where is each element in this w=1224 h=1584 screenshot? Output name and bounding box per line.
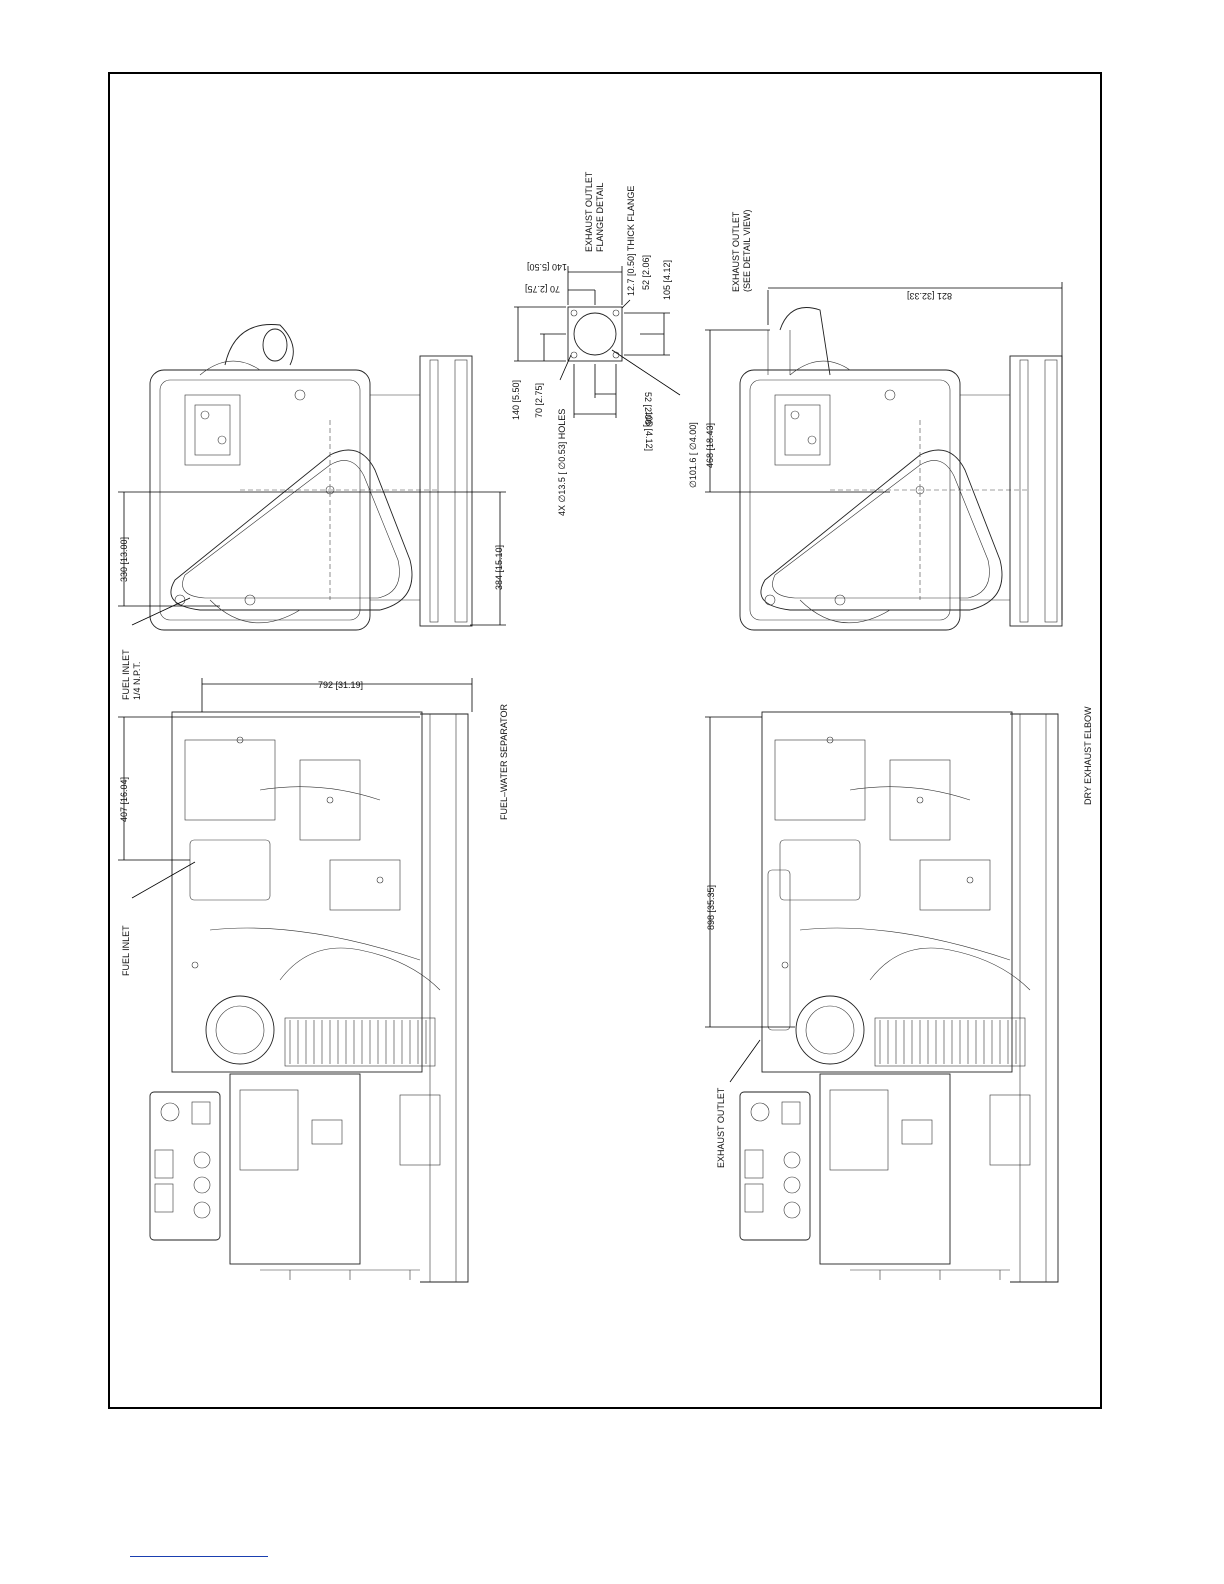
exhaust-outlet-label: EXHAUST OUTLET: [716, 1087, 726, 1168]
dim-898: 898 [35.35]: [706, 885, 716, 930]
flange-detail: EXHAUST OUTLET FLANGE DETAIL 12.7 [0.50]…: [511, 169, 698, 516]
dim-70-left: 70 [2.75]: [534, 383, 544, 418]
dim-52-right: 52 [2.06]: [641, 255, 651, 290]
dim-140-left: 140 [5.50]: [511, 380, 521, 420]
dry-exhaust-elbow-pipe: [779, 307, 831, 376]
top-side-view: 407 [16.04] 792 [31.19] FUEL INLET FUEL–…: [118, 678, 509, 1283]
dim-468: 468 [18.43]: [705, 423, 715, 468]
dim-105-bottom: 105 [4.12]: [644, 411, 654, 451]
fuel-inlet-npt-label: FUEL INLET 1/4 N.P.T.: [121, 647, 142, 700]
bottom-end-view: [705, 282, 1063, 631]
dim-821: 821 [32.33]: [907, 291, 952, 301]
drawing-frame: [108, 72, 1102, 1409]
exhaust-outlet-see-detail-label: EXHAUST OUTLET (SEE DETAIL VIEW): [731, 209, 752, 292]
dim-70-top: 70 [2.75]: [525, 284, 560, 294]
top-end-view: 330 [13.00] 384 [15.10] FUEL INLET 1/4 N…: [118, 324, 506, 700]
fuel-inlet-label: FUEL INLET: [121, 925, 131, 976]
dim-52-bottom: 52 [2.06]: [643, 392, 653, 427]
exhaust-stub: [224, 324, 294, 366]
flange-plate: [567, 306, 623, 362]
dim-792: 792 [31.19]: [318, 680, 363, 690]
dry-exhaust-elbow-label: DRY EXHAUST ELBOW: [1083, 706, 1093, 805]
dim-140-top: 140 [5.50]: [527, 262, 567, 272]
fuel-water-separator-label: FUEL–WATER SEPARATOR: [499, 703, 509, 820]
dim-105-right: 105 [4.12]: [662, 260, 672, 300]
exhaust-stub-end: [262, 328, 288, 362]
dim-330: 330 [13.00]: [119, 537, 129, 582]
bottom-side-view: [705, 711, 1059, 1283]
thick-flange-label: 12.7 [0.50] THICK FLANGE: [626, 186, 636, 296]
flange-diameter-callout: ∅101.6 [ ∅4.00]: [688, 422, 698, 488]
dim-407: 407 [16.04]: [119, 777, 129, 822]
dim-384: 384 [15.10]: [494, 545, 504, 590]
flange-bore: [573, 312, 617, 356]
flange-detail-title: EXHAUST OUTLET FLANGE DETAIL: [584, 169, 605, 252]
flange-holes-callout: 4X ∅13.5 [ ∅0.53] HOLES: [557, 409, 567, 516]
footer-link-underline[interactable]: [130, 1556, 268, 1557]
